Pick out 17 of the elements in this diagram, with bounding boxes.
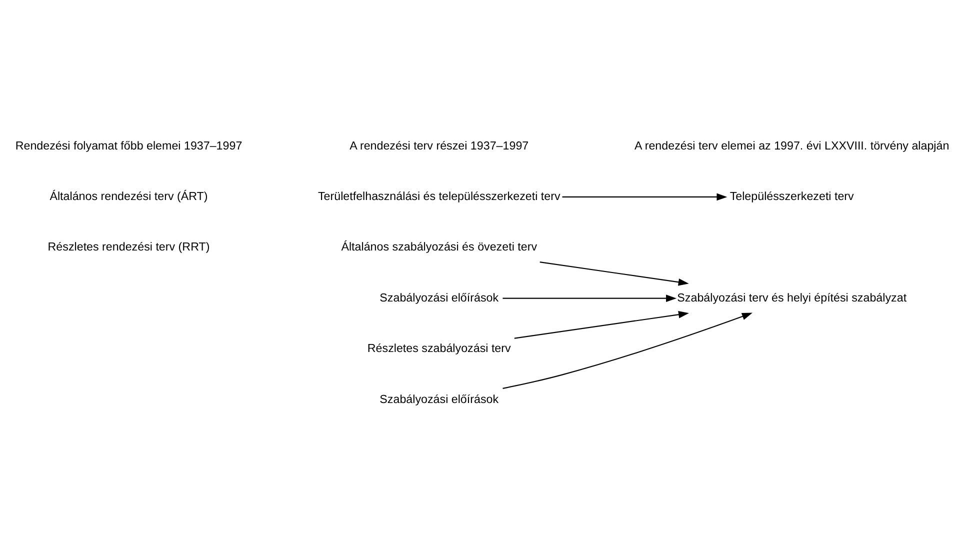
label: Általános rendezési terv (ÁRT)	[50, 190, 208, 203]
label: A rendezési terv elemei az 1997. évi LXXVIII. törvény alapján	[634, 138, 950, 152]
node-text: Területfelhasználási és településszerkezeti terv	[318, 190, 560, 203]
node-text: Szabályozási előírások	[380, 290, 499, 304]
arrow	[514, 310, 689, 338]
arrow	[502, 312, 752, 388]
label: A rendezési terv részei 1937–1997	[350, 138, 529, 152]
node-text: Településszerkezeti terv	[730, 190, 854, 203]
arrow	[502, 294, 677, 302]
arrow	[562, 192, 728, 200]
label: Rendezési folyamat főbb elemei 1937–1997	[15, 138, 242, 152]
label: Részletes rendezési terv (RRT)	[48, 240, 210, 254]
arrow	[540, 261, 689, 286]
node-text: Szabályozási előírások	[380, 392, 499, 406]
node-text: Általános szabályozási és övezeti terv	[341, 240, 538, 254]
node-text: Szabályozási terv és helyi építési szabályzat	[677, 290, 907, 304]
node-text: Részletes szabályozási terv	[367, 342, 511, 355]
